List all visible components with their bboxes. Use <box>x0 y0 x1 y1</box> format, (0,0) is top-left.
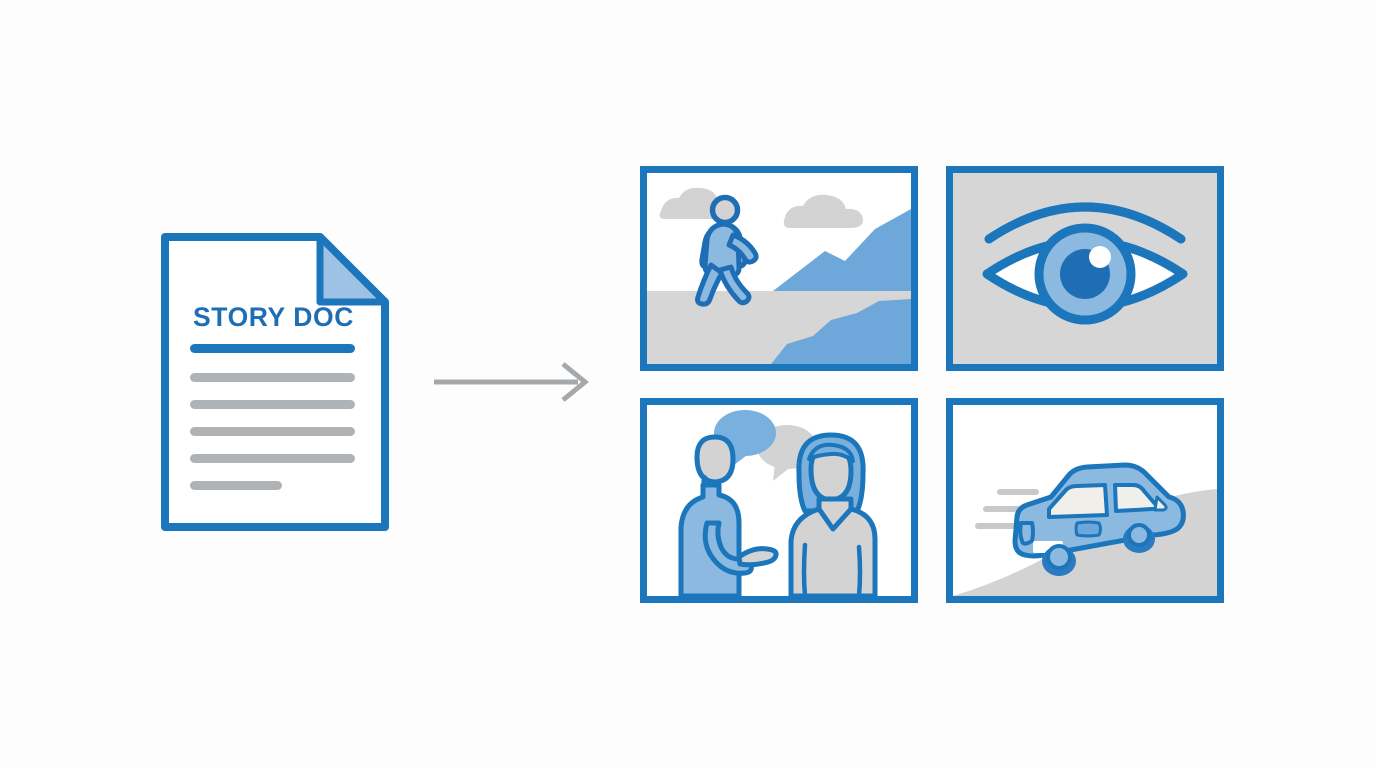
walking-person-landscape-icon <box>647 173 911 364</box>
person-head <box>709 194 741 226</box>
mountain-shape <box>773 209 911 291</box>
doc-text-line <box>190 481 282 490</box>
car-quarter-window <box>1153 495 1168 512</box>
person-front-arm <box>726 232 759 265</box>
cloud-icon <box>783 194 863 228</box>
doc-text-line <box>190 427 355 436</box>
doc-text-line <box>190 400 355 409</box>
person-right-fringe <box>807 442 855 463</box>
story-doc-graphic <box>161 233 389 531</box>
car-driving-icon <box>953 405 1217 596</box>
doc-accent-rule <box>190 344 355 353</box>
person-right <box>788 432 878 596</box>
car-figure <box>1012 462 1186 576</box>
speed-line <box>997 489 1039 495</box>
panel-car[interactable] <box>946 398 1224 603</box>
panel-conversation[interactable] <box>640 398 918 603</box>
arrow-head <box>561 362 589 402</box>
eyebrow-arc <box>984 202 1186 244</box>
car-front-hubcap <box>1127 523 1151 547</box>
storyboard-panel-grid <box>640 166 1224 603</box>
car-taillight <box>1018 521 1035 546</box>
car-door-panel <box>1074 520 1102 538</box>
walking-person-figure <box>695 194 759 307</box>
person-right-arm-left <box>801 542 808 596</box>
eye-highlight <box>1089 246 1111 268</box>
flow-arrow-icon <box>434 362 589 402</box>
speed-line <box>983 506 1025 512</box>
two-people-talking-icon <box>647 405 911 596</box>
doc-corner-fold-icon <box>316 233 389 306</box>
person-right-arm-right <box>856 544 863 596</box>
person-left <box>678 434 779 596</box>
eye-icon <box>953 173 1217 364</box>
person-front-leg <box>717 264 752 306</box>
doc-text-line <box>190 454 355 463</box>
person-right-neckline <box>816 507 853 532</box>
person-right-body <box>788 496 878 596</box>
car-rear-hubcap <box>1046 544 1072 570</box>
story-doc: STORY DOC <box>160 232 390 532</box>
foreground-terrain <box>771 299 911 364</box>
doc-text-line <box>190 373 355 382</box>
person-left-hand <box>736 546 779 568</box>
person-left-head <box>694 434 736 485</box>
person-back-leg <box>695 262 725 307</box>
speed-line <box>975 523 1017 529</box>
doc-title-text: STORY DOC <box>193 302 354 332</box>
panel-walking[interactable] <box>640 166 918 371</box>
panel-eye[interactable] <box>946 166 1224 371</box>
car-rear-window <box>1047 483 1109 519</box>
